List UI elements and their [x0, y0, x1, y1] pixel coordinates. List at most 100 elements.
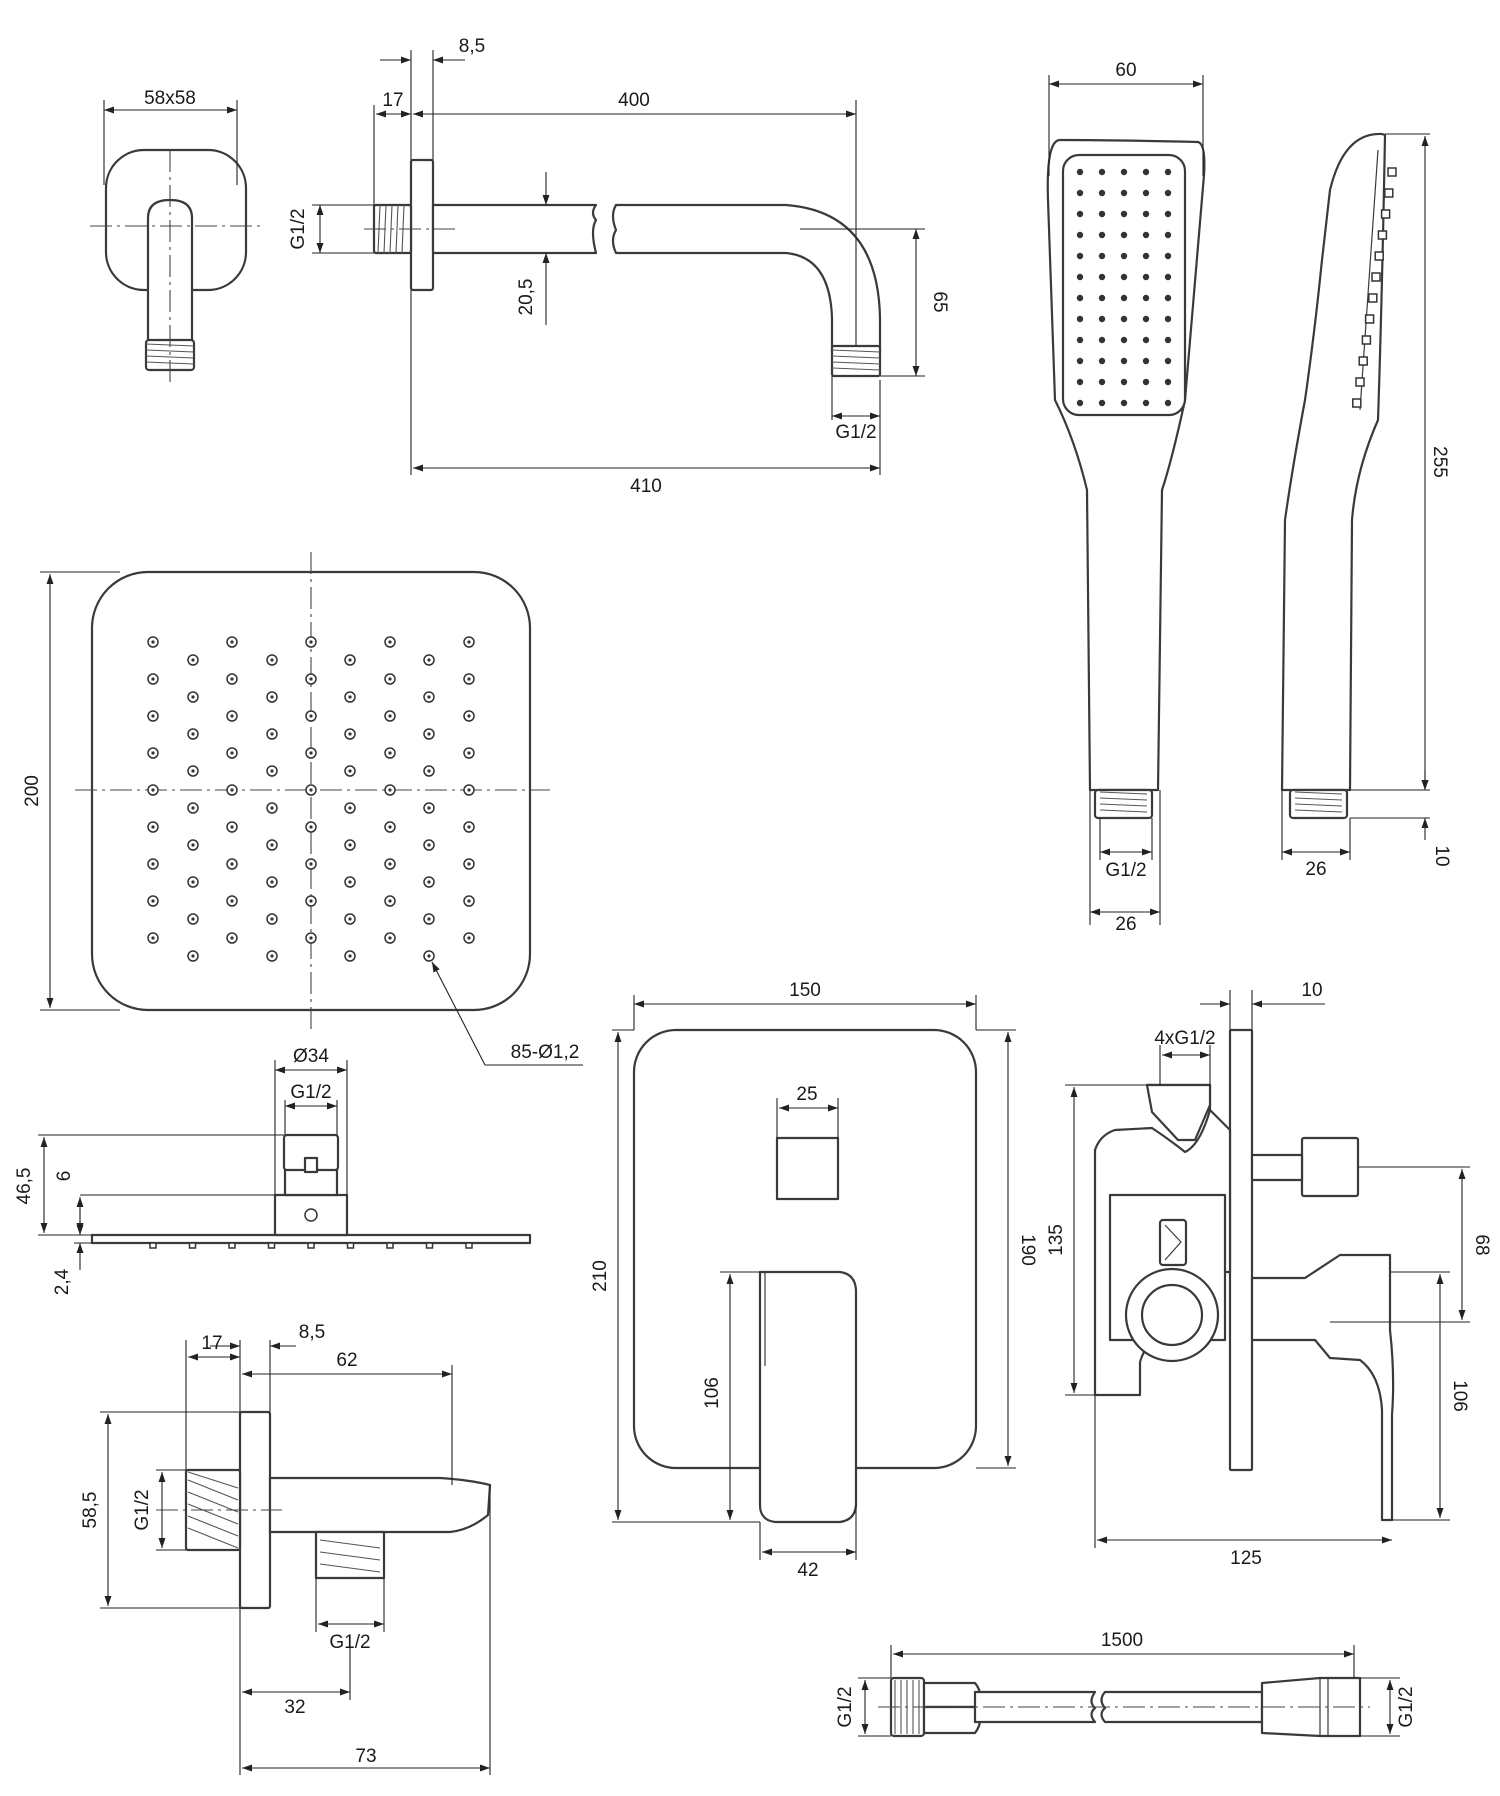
nozzle-dot: [1164, 294, 1172, 302]
nozzle-center: [348, 732, 352, 736]
nozzle-center: [348, 880, 352, 884]
side-nozzle: [1387, 167, 1397, 177]
nozzle-center: [191, 917, 195, 921]
nozzle-center: [191, 954, 195, 958]
dim-lever-width: 42: [797, 1560, 818, 1581]
nozzle-center: [309, 677, 313, 681]
side-nozzle: [1368, 293, 1378, 303]
nozzle-dot: [1120, 294, 1128, 302]
dim-head-thread: G1/2: [290, 1082, 331, 1103]
nozzle-center: [309, 936, 313, 940]
nozzle-center: [309, 788, 313, 792]
shower-head-top-view: 200 85-Ø1,2: [22, 552, 583, 1066]
nozzle-dot: [1098, 273, 1106, 281]
nozzle-center: [230, 825, 234, 829]
dim-valve-spacing: 68: [1471, 1234, 1492, 1255]
dim-outlet-thread-out: G1/2: [329, 1632, 370, 1653]
nozzle-center: [191, 695, 195, 699]
dim-flange-size: 58x58: [144, 88, 196, 109]
nozzle-center: [309, 751, 313, 755]
nozzle-dot: [1164, 210, 1172, 218]
mixer-valve-side-view: 10 4xG1/2 135 68 106 125: [1046, 980, 1492, 1569]
nozzle-center: [467, 640, 471, 644]
dim-hose-thread-right: G1/2: [1396, 1686, 1417, 1727]
nozzle-center: [191, 658, 195, 662]
nozzle-center: [388, 899, 392, 903]
dim-arm-wall-depth: 17: [382, 90, 403, 111]
dim-outlet-height: 58,5: [80, 1492, 101, 1529]
dim-valve-lever: 106: [1449, 1380, 1470, 1412]
nozzle-center: [427, 917, 431, 921]
nozzle-dot: [1098, 357, 1106, 365]
nozzle-dot: [1142, 252, 1150, 260]
dim-valve-total: 125: [1230, 1548, 1262, 1569]
nozzle-center: [467, 899, 471, 903]
nozzle-dot: [1098, 315, 1106, 323]
nozzle-dot: [1076, 357, 1084, 365]
dim-arm-total: 410: [630, 476, 662, 497]
nozzle-center: [348, 769, 352, 773]
nozzle-center: [230, 677, 234, 681]
nozzle-dot: [1120, 399, 1128, 407]
nozzle-center: [467, 862, 471, 866]
nozzle-center: [191, 843, 195, 847]
nozzle-dot: [1164, 336, 1172, 344]
dim-head-nozzles: 85-Ø1,2: [511, 1042, 580, 1063]
nozzle-center: [230, 640, 234, 644]
nozzle-center: [348, 658, 352, 662]
nozzle-center: [348, 917, 352, 921]
nozzle-dot: [1142, 357, 1150, 365]
nozzle-center: [270, 732, 274, 736]
shower-arm-view: 8,5 17 400 410 65 20,5 G1/2 G1/2: [288, 36, 950, 497]
nozzle-dot: [1098, 189, 1106, 197]
nozzle-center: [309, 899, 313, 903]
nozzle-dot: [1164, 399, 1172, 407]
nozzle-center: [309, 640, 313, 644]
nozzle-dot: [1076, 189, 1084, 197]
nozzle-center: [388, 714, 392, 718]
dim-hand-thread: G1/2: [1105, 860, 1146, 881]
nozzle-center: [427, 954, 431, 958]
nozzle-dot: [1120, 252, 1128, 260]
hand-side-nozzles: [1352, 167, 1397, 408]
nozzle-center: [191, 769, 195, 773]
nozzle-dot: [1120, 168, 1128, 176]
side-nozzle: [1374, 251, 1384, 261]
nozzle-center: [348, 695, 352, 699]
hand-nozzles: [1076, 168, 1172, 407]
nozzle-dot: [1098, 231, 1106, 239]
dim-plate-height: 190: [1017, 1234, 1038, 1266]
dim-diverter: 25: [796, 1084, 817, 1105]
head-side-pin: [228, 1242, 236, 1249]
nozzle-center: [270, 695, 274, 699]
nozzle-dot: [1098, 252, 1106, 260]
head-side-pin: [465, 1242, 473, 1249]
side-nozzle: [1371, 272, 1381, 282]
nozzle-dot: [1098, 378, 1106, 386]
nozzle-dot: [1142, 294, 1150, 302]
dim-head-drop: 6: [54, 1171, 75, 1182]
nozzle-dot: [1142, 168, 1150, 176]
nozzle-dot: [1142, 315, 1150, 323]
dim-outlet-length: 62: [336, 1350, 357, 1371]
dim-hose-length: 1500: [1101, 1630, 1143, 1651]
nozzle-center: [388, 788, 392, 792]
nozzle-center: [270, 843, 274, 847]
nozzle-center: [270, 769, 274, 773]
nozzle-center: [230, 788, 234, 792]
nozzle-center: [230, 936, 234, 940]
nozzle-dot: [1076, 294, 1084, 302]
dim-arm-flange: 8,5: [459, 36, 485, 57]
nozzle-center: [388, 751, 392, 755]
nozzle-dot: [1076, 168, 1084, 176]
nozzle-dot: [1120, 231, 1128, 239]
head-side-pin: [149, 1242, 157, 1249]
nozzle-center: [427, 843, 431, 847]
nozzle-center: [388, 677, 392, 681]
nozzle-center: [467, 788, 471, 792]
nozzle-center: [151, 714, 155, 718]
dim-arm-length: 400: [618, 90, 650, 111]
head-side-pin: [346, 1242, 355, 1249]
dim-outlet-wall: 17: [201, 1333, 222, 1354]
nozzle-center: [388, 936, 392, 940]
